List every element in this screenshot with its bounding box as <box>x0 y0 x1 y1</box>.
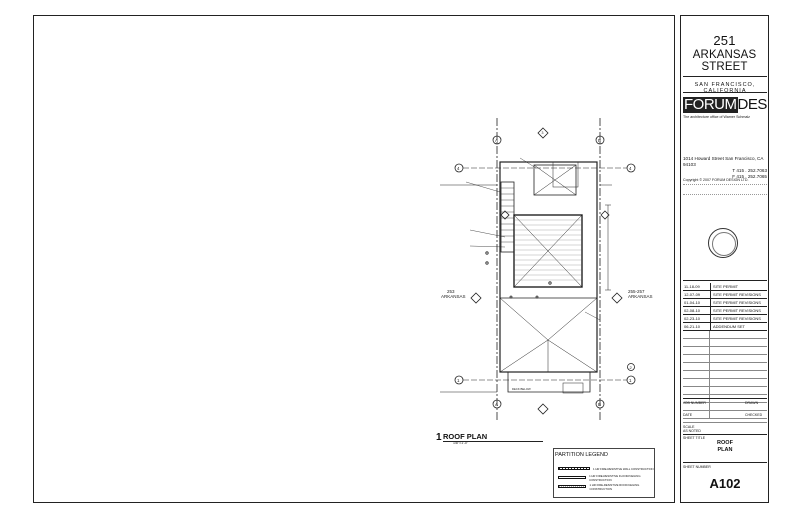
architect-seal <box>708 228 738 258</box>
elev-marker <box>500 210 510 220</box>
job-number-label: JOB NUMBER <box>683 401 706 405</box>
revision-row-empty <box>683 355 767 363</box>
partition-legend <box>553 448 655 498</box>
drawing-title: ROOF PLAN <box>443 432 488 441</box>
project-address-street: ARKANSAS STREET <box>692 49 757 73</box>
section-marker-label: 3 <box>542 131 544 135</box>
firm-logo-design: DESIGN <box>737 97 768 113</box>
drawing-number: 1 <box>436 432 442 443</box>
sheet-title-label: SHEET TITLE <box>683 436 706 440</box>
grid-label-b-top: B <box>598 138 601 143</box>
revision-row-empty <box>683 411 767 419</box>
firm-office: 1014 Howard Street San Francisco, CA 941… <box>683 156 767 180</box>
legend-swatch <box>558 485 587 488</box>
title-divider <box>683 434 767 435</box>
revision-row-empty <box>683 387 767 395</box>
title-divider <box>683 280 767 281</box>
grid-label-4-left: 4 <box>457 166 460 171</box>
grid-label-b-bottom: B <box>598 402 601 407</box>
drawing-title-underline <box>443 441 543 442</box>
front-bay <box>507 372 591 393</box>
copyright-notice: Copyright © 2007 FORUM DESIGN LTD. <box>683 178 767 195</box>
legend-swatch <box>558 467 590 470</box>
revision-row-empty <box>683 379 767 387</box>
grid-label-a-top: A <box>495 138 498 143</box>
legend-swatch <box>558 476 587 479</box>
revision-row-empty <box>683 363 767 371</box>
firm-tagline: The architecture office of Warner Schmal… <box>683 115 750 119</box>
firm-office-fax: F 415 . 252.7065 <box>732 174 767 179</box>
grid-bubble-a-bottom <box>492 399 502 409</box>
sheet-title: ROOF PLAN <box>717 440 733 453</box>
firm-logo-forum: FORUM <box>683 97 738 113</box>
title-divider <box>683 398 767 399</box>
legend-row: 1 HR FIRE-RESISTIVE WALL CONSTRUCTION <box>558 466 654 471</box>
title-divider <box>683 92 767 93</box>
grid-bubble-a-top <box>492 135 502 145</box>
neighbor-left-number: 253 <box>447 289 455 294</box>
legend-row: 1 HR FIRE-RESISTIVE FLOOR/CEILING CONSTR… <box>558 474 654 482</box>
revision-row-empty <box>683 347 767 355</box>
project-city: SAN FRANCISCO, CALIFORNIA <box>694 82 756 94</box>
legend-title: PARTITION LEGEND <box>555 452 608 458</box>
section-marker-right <box>611 292 623 304</box>
copyright-text: Copyright © 2007 FORUM DESIGN LTD. <box>683 178 749 182</box>
title-divider <box>683 76 767 77</box>
revision-row-empty <box>683 371 767 379</box>
title-divider <box>683 410 767 411</box>
checked-label: CHECKED <box>745 413 763 417</box>
firm-office-address: 1014 Howard Street San Francisco, CA 941… <box>683 156 764 167</box>
drawing-frame <box>33 15 675 503</box>
elev-marker <box>600 210 610 220</box>
building-outline <box>499 161 598 373</box>
section-marker-bottom <box>537 403 549 415</box>
revision-row-empty <box>683 331 767 339</box>
grid-label-1-right: 1 <box>629 378 632 383</box>
grid-bubble-2-right <box>627 363 635 371</box>
section-marker-left <box>470 292 482 304</box>
title-divider <box>683 462 767 463</box>
penthouse-roof <box>513 214 583 288</box>
drawing-scale: 1/8"=1'-0" <box>453 441 469 445</box>
grid-label-a-bottom: A <box>495 402 498 407</box>
legend-row: 1 HR FIRE-RESISTIVE ROOF/CEILING CONSTRU… <box>558 483 654 491</box>
sheet-number-label: SHEET NUMBER <box>683 465 711 469</box>
title-block-frame <box>680 15 769 503</box>
section-marker-top <box>537 127 549 139</box>
deck <box>552 161 579 188</box>
date-label: DATE <box>683 413 693 417</box>
title-divider <box>683 422 767 423</box>
revision-row-empty <box>683 339 767 347</box>
sheet-number: A102 <box>709 476 741 491</box>
copyright-fine-print <box>683 183 767 195</box>
scale-value: AS NOTED <box>683 429 701 433</box>
deck-below-label: DECK BELOW <box>512 387 531 391</box>
grid-label-1-left: 1 <box>457 378 460 383</box>
grid-label-2-right: 2 <box>630 365 633 370</box>
scale-label: SCALE <box>683 425 695 429</box>
grid-label-4-right: 4 <box>629 166 632 171</box>
neighbor-right-street: ARKANSAS <box>628 294 653 299</box>
project-address-number: 251 <box>713 33 736 48</box>
grid-bubble-b-top <box>595 135 605 145</box>
firm-office-phone: T 415 . 252.7063 <box>732 168 767 173</box>
drawn-label: DRAWN <box>745 401 759 405</box>
grid-bubble-b-bottom <box>595 399 605 409</box>
upper-roof <box>533 164 577 196</box>
neighbor-left-street: ARKANSAS <box>441 294 466 299</box>
neighbor-right-number: 255-257 <box>628 289 645 294</box>
